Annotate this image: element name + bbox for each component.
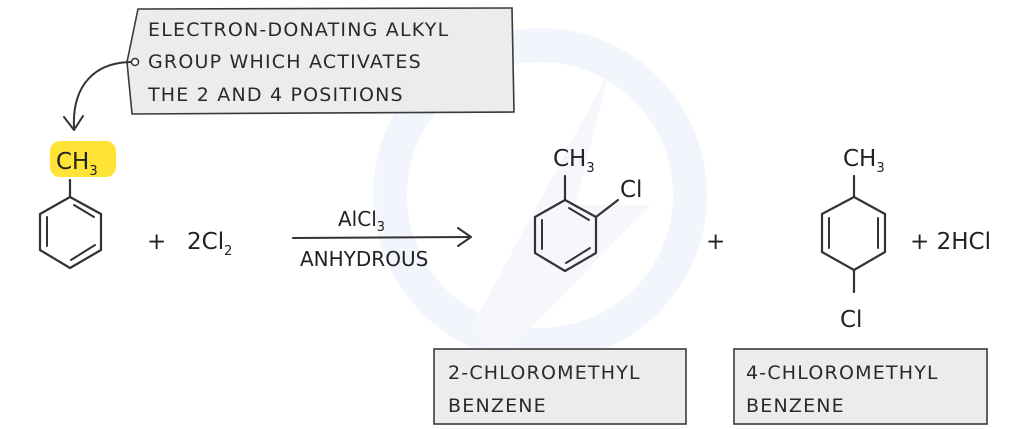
product1-name-line-1: 2-CHLOROMETHYL (448, 362, 641, 384)
product2-name-line-1: 4-CHLOROMETHYL (746, 362, 939, 384)
annotation-box: ELECTRON-DONATING ALKYL GROUP WHICH ACTI… (126, 7, 515, 115)
catalyst-label: AlCl3 (338, 207, 385, 235)
reactant-methyl-group: CH3 (56, 149, 98, 179)
annotation-line-3: THE 2 AND 4 POSITIONS (147, 84, 404, 106)
product1-chlorine: Cl (620, 177, 642, 203)
product1-name-box: 2-CHLOROMETHYL BENZENE (433, 348, 687, 425)
solvent-label: ANHYDROUS (300, 247, 428, 271)
product1-name-line-2: BENZENE (448, 395, 547, 417)
curved-arrow (63, 61, 133, 131)
product2-chlorine: Cl (840, 307, 862, 333)
watermark (373, 28, 707, 362)
plus-sign-2: + (706, 229, 725, 255)
annotation-line-1: ELECTRON-DONATING ALKYL (148, 19, 449, 41)
byproduct-hcl: + 2HCl (910, 229, 991, 255)
ch3-highlight (50, 141, 116, 177)
plus-sign-1: + (147, 229, 166, 255)
benzene-ring (38, 195, 103, 270)
reaction-arrow: AlCl3 ANHYDROUS (292, 207, 472, 271)
product-2-chloro: CH3 Cl (533, 146, 642, 273)
product2-methyl-group: CH3 (843, 146, 885, 176)
product2-benzene-ring (820, 195, 887, 272)
reagent-chlorine: 2Cl2 (187, 229, 232, 259)
product2-name-line-2: BENZENE (746, 395, 845, 417)
product1-methyl-group: CH3 (553, 146, 595, 176)
reactant-toluene: CH3 (38, 141, 116, 270)
product2-name-box: 4-CHLOROMETHYL BENZENE (733, 348, 988, 425)
annotation-line-2: GROUP WHICH ACTIVATES (148, 51, 422, 73)
product-4-chloro: CH3 Cl (820, 146, 887, 333)
annotation-pointer-dot (130, 57, 140, 67)
